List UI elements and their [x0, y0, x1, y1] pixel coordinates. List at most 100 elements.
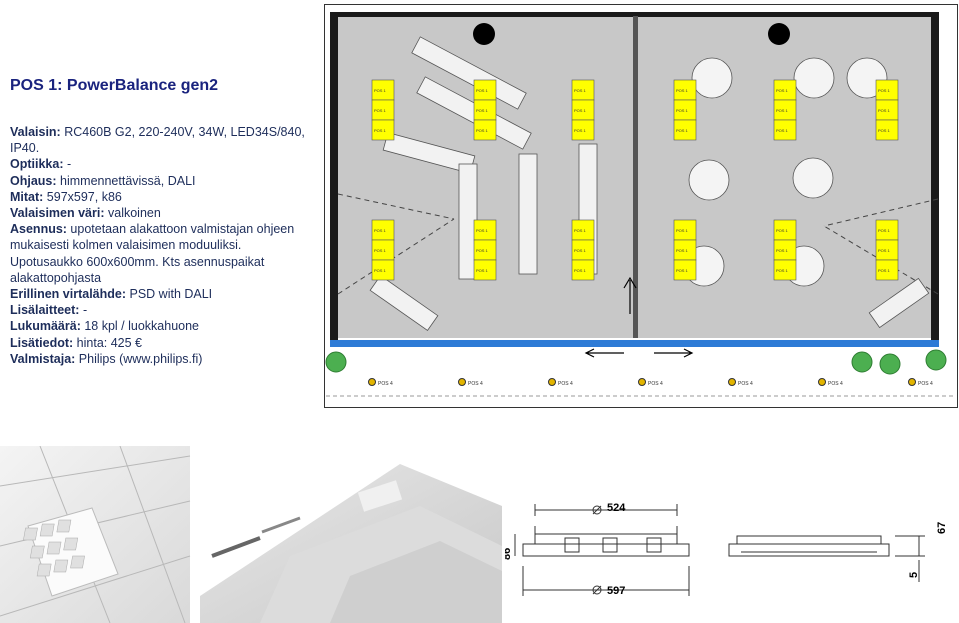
- fixture-label: POS 1: [878, 248, 891, 253]
- tree: [325, 351, 347, 373]
- spec-row: Lisätiedot: hinta: 425 €: [10, 335, 310, 351]
- outdoor-light-label: POS 4: [648, 381, 663, 387]
- wall-left: [330, 12, 338, 346]
- spec-row: Valaisin: RC460B G2, 220-240V, 34W, LED3…: [10, 124, 310, 156]
- arrow-up: [623, 276, 637, 314]
- spec-row: Erillinen virtalähde: PSD with DALI: [10, 286, 310, 302]
- product-title: POS 1: PowerBalance gen2: [10, 77, 219, 94]
- spec-label: Valmistaja:: [10, 351, 76, 366]
- fixture-label: POS 1: [574, 248, 587, 253]
- spec-row: Lisälaitteet: -: [10, 302, 310, 318]
- luminaire-module: POS 1: [875, 239, 899, 261]
- spec-value: valkoinen: [104, 206, 161, 221]
- luminaire-body: [534, 533, 678, 545]
- fixture-label: POS 1: [776, 228, 789, 233]
- dim-width-bottom: 597: [607, 585, 625, 597]
- luminaire-module: POS 1: [473, 259, 497, 281]
- spec-value: himmennettävissä, DALI: [56, 173, 196, 188]
- luminaire-module: POS 1: [473, 79, 497, 101]
- dim-height: 86: [505, 548, 513, 560]
- luminaire-module: POS 1: [371, 79, 395, 101]
- luminaire-module: POS 1: [673, 119, 697, 141]
- luminaire-module: POS 1: [773, 219, 797, 241]
- fixture-label: POS 1: [476, 128, 489, 133]
- luminaire-module: POS 1: [773, 99, 797, 121]
- fixture-label: POS 1: [574, 268, 587, 273]
- fixture-label: POS 1: [878, 228, 891, 233]
- luminaire-module: POS 1: [773, 79, 797, 101]
- tree: [851, 351, 873, 373]
- luminaire-module: POS 1: [571, 259, 595, 281]
- outdoor-light: [548, 378, 556, 386]
- outdoor-light-label: POS 4: [558, 381, 573, 387]
- spec-row: Optiikka: -: [10, 156, 310, 172]
- luminaire-module: POS 1: [673, 99, 697, 121]
- column: [473, 23, 495, 45]
- dim-right-bottom: 5: [908, 572, 920, 578]
- fixture-label: POS 1: [878, 88, 891, 93]
- luminaire-front-view: [728, 543, 890, 557]
- spec-value: -: [79, 303, 88, 318]
- wall-top: [330, 12, 939, 17]
- luminaire-module: POS 1: [673, 219, 697, 241]
- ceiling-photo: [0, 446, 191, 623]
- luminaire-module: POS 1: [875, 259, 899, 281]
- spec-label: Valaisin:: [10, 125, 61, 139]
- fixture-label: POS 1: [574, 228, 587, 233]
- fixture-label: POS 1: [476, 228, 489, 233]
- outdoor-light: [728, 378, 736, 386]
- spec-value: PSD with DALI: [126, 287, 213, 302]
- classroom-right-floor: [638, 16, 931, 338]
- wall-right: [931, 12, 939, 346]
- tree-layer: [325, 349, 947, 375]
- product-photos: [0, 446, 502, 623]
- luminaire-module: POS 1: [473, 99, 497, 121]
- spec-label: Optiikka:: [10, 157, 64, 172]
- fixture-label: POS 1: [476, 268, 489, 273]
- fixture-label: POS 1: [878, 268, 891, 273]
- fixture-label: POS 1: [374, 88, 387, 93]
- spec-row: Valmistaja: Philips (www.philips.fi): [10, 351, 310, 367]
- teacher-desk: [868, 277, 930, 329]
- fixture-label: POS 1: [676, 248, 689, 253]
- fixture-label: POS 1: [676, 108, 689, 113]
- luminaire-module: POS 1: [875, 79, 899, 101]
- fixture-label: POS 1: [374, 248, 387, 253]
- spec-label: Lisätiedot:: [10, 335, 74, 350]
- spec-value: hinta: 425 €: [73, 335, 143, 350]
- spec-label: Erillinen virtalähde:: [10, 287, 127, 302]
- spec-list: Valaisin: RC460B G2, 220-240V, 34W, LED3…: [10, 124, 310, 367]
- dim-width-top: 524: [607, 502, 626, 514]
- spec-label: Valaisimen väri:: [10, 206, 105, 221]
- spec-row: Valaisimen väri: valkoinen: [10, 205, 310, 221]
- fixture-label: POS 1: [574, 108, 587, 113]
- luminaire-module: POS 1: [875, 99, 899, 121]
- luminaire-module: POS 1: [371, 119, 395, 141]
- spec-label: Mitat:: [10, 189, 44, 204]
- luminaire-side-view: [522, 543, 690, 557]
- luminaire-module: POS 1: [673, 259, 697, 281]
- fixture-label: POS 1: [374, 228, 387, 233]
- dim-right-top: 67: [936, 522, 948, 534]
- arrow-right: [654, 348, 694, 358]
- fixture-label: POS 1: [676, 128, 689, 133]
- luminaire-module: POS 1: [773, 239, 797, 261]
- outdoor-light: [818, 378, 826, 386]
- luminaire-module: POS 1: [673, 239, 697, 261]
- luminaire-module: POS 1: [571, 119, 595, 141]
- column: [768, 23, 790, 45]
- tree: [925, 349, 947, 371]
- fixture-label: POS 1: [374, 268, 387, 273]
- fixture-label: POS 1: [776, 128, 789, 133]
- luminaire-module: POS 1: [473, 119, 497, 141]
- luminaire-module: POS 1: [371, 239, 395, 261]
- fixture-label: POS 1: [476, 248, 489, 253]
- outdoor-light-label: POS 4: [468, 381, 483, 387]
- spec-label: Lisälaitteet:: [10, 303, 80, 318]
- luminaire-module: POS 1: [571, 79, 595, 101]
- dimension-drawing: 524 597 86 67 5: [505, 502, 948, 597]
- closeup-photo: [198, 446, 502, 623]
- tree: [879, 353, 901, 375]
- spec-value: RC460B G2, 220-240V, 34W, LED34S/840, IP…: [10, 125, 305, 156]
